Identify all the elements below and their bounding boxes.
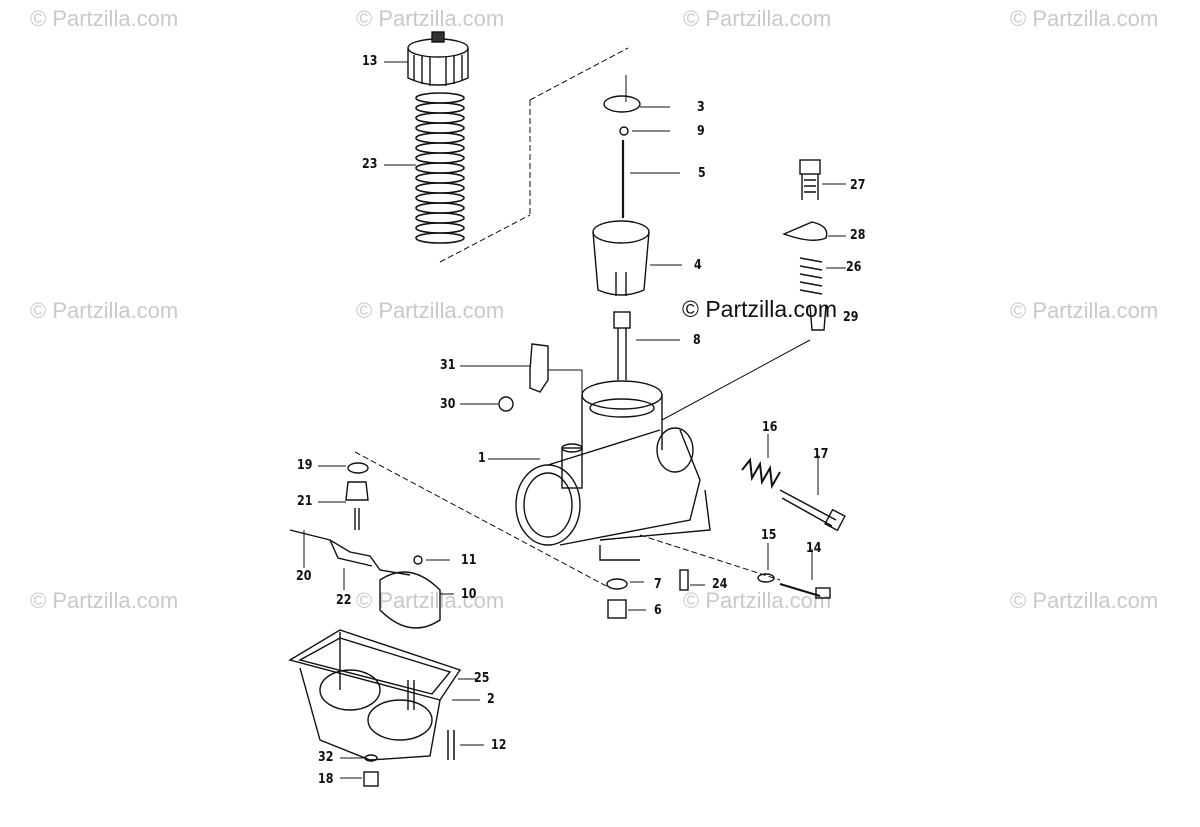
callout-6: 6 bbox=[654, 603, 662, 618]
callout-11: 11 bbox=[461, 553, 477, 568]
callout-14: 14 bbox=[806, 541, 822, 556]
callout-2: 2 bbox=[487, 692, 495, 707]
watermark-r1-c3: © Partzilla.com bbox=[683, 6, 832, 31]
part-cap bbox=[407, 31, 469, 86]
callout-20: 20 bbox=[296, 569, 312, 584]
watermark-r3-c1: © Partzilla.com bbox=[30, 588, 179, 613]
callout-18: 18 bbox=[318, 772, 334, 787]
callout-9: 9 bbox=[697, 124, 705, 139]
callout-4: 4 bbox=[694, 258, 702, 273]
part-spring-large bbox=[415, 92, 465, 244]
callout-19: 19 bbox=[297, 458, 313, 473]
callout-7: 7 bbox=[654, 577, 662, 592]
callout-13: 13 bbox=[362, 54, 378, 69]
callout-15: 15 bbox=[761, 528, 777, 543]
callout-12: 12 bbox=[491, 738, 507, 753]
watermark-center: © Partzilla.com bbox=[682, 296, 837, 322]
callout-8: 8 bbox=[693, 333, 701, 348]
callout-31: 31 bbox=[440, 358, 456, 373]
watermark-r2-c2: © Partzilla.com bbox=[356, 298, 505, 323]
part-carb-body bbox=[515, 380, 711, 561]
part-throttle-slide bbox=[592, 220, 650, 296]
callout-26: 26 bbox=[846, 260, 862, 275]
watermark-r1-c4: © Partzilla.com bbox=[1010, 6, 1159, 31]
callout-17: 17 bbox=[813, 447, 829, 462]
callout-29: 29 bbox=[843, 310, 859, 325]
callout-22: 22 bbox=[336, 593, 352, 608]
callout-16: 16 bbox=[762, 420, 778, 435]
callout-3: 3 bbox=[697, 100, 705, 115]
callout-24: 24 bbox=[712, 577, 728, 592]
callout-23: 23 bbox=[362, 157, 378, 172]
callout-30: 30 bbox=[440, 397, 456, 412]
part-float-bowl bbox=[288, 629, 462, 761]
watermark-r1-c1: © Partzilla.com bbox=[30, 6, 179, 31]
callout-25: 25 bbox=[474, 671, 490, 686]
callout-10: 10 bbox=[461, 587, 477, 602]
callout-32: 32 bbox=[318, 750, 334, 765]
callout-1: 1 bbox=[478, 451, 486, 466]
callout-5: 5 bbox=[698, 166, 706, 181]
watermark-r2-c4: © Partzilla.com bbox=[1010, 298, 1159, 323]
watermark-r2-c1: © Partzilla.com bbox=[30, 298, 179, 323]
watermark-r3-c4: © Partzilla.com bbox=[1010, 588, 1159, 613]
watermark-r3-c2: © Partzilla.com bbox=[356, 588, 505, 613]
callout-28: 28 bbox=[850, 228, 866, 243]
callout-21: 21 bbox=[297, 494, 313, 509]
callout-27: 27 bbox=[850, 178, 866, 193]
watermark-r1-c2: © Partzilla.com bbox=[356, 6, 505, 31]
